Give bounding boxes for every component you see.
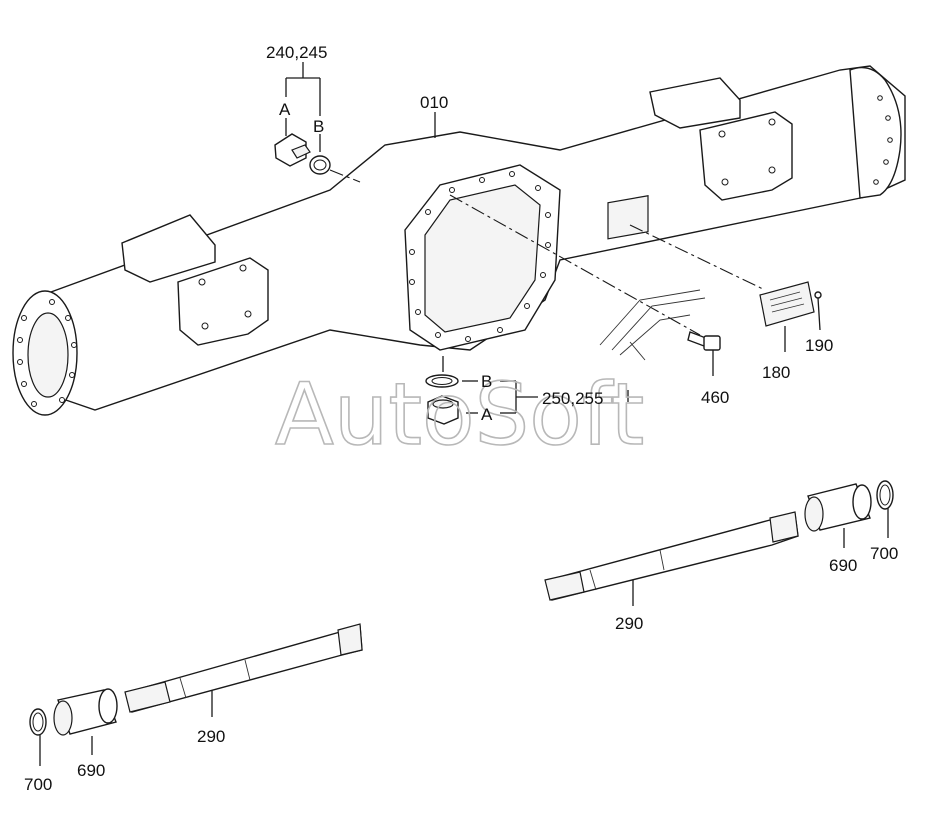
right-flange-bolt-holes xyxy=(873,95,893,185)
left-flange-bolt-holes xyxy=(17,299,77,407)
label-180: 180 xyxy=(762,363,790,382)
label-255-b: B xyxy=(481,372,492,391)
label-690-left: 690 xyxy=(77,761,105,780)
label-460: 460 xyxy=(701,388,729,407)
bearing-left[interactable] xyxy=(53,688,118,736)
drain-plug-bottom[interactable] xyxy=(427,395,459,425)
rivet[interactable] xyxy=(814,291,822,299)
axle-shaft-right[interactable] xyxy=(544,511,799,601)
label-250-a: A xyxy=(481,405,493,424)
axle-shaft-left[interactable] xyxy=(124,623,363,713)
label-700-left: 700 xyxy=(24,775,52,794)
part-labels: 010 240,245 A B 250,255 B A 460 180 190 … xyxy=(24,43,898,794)
label-290-left: 290 xyxy=(197,727,225,746)
watermark: AutoSoft xyxy=(275,365,644,465)
label-700-right: 700 xyxy=(870,544,898,563)
o-ring-bottom[interactable] xyxy=(425,374,459,388)
label-245-b: B xyxy=(313,117,324,136)
snap-ring-left[interactable] xyxy=(29,708,47,736)
center-flange-bolt-holes xyxy=(409,171,551,342)
label-690-right: 690 xyxy=(829,556,857,575)
vehicle-frame-sketch xyxy=(599,289,706,361)
label-250-255: 250,255 xyxy=(542,389,603,408)
bearing-right[interactable] xyxy=(804,483,872,532)
label-290-right: 290 xyxy=(615,614,643,633)
name-plate[interactable] xyxy=(759,281,815,327)
label-240-245: 240,245 xyxy=(266,43,327,62)
bolt-460[interactable] xyxy=(687,331,721,351)
label-190: 190 xyxy=(805,336,833,355)
axle-housing[interactable] xyxy=(12,65,906,416)
drain-plug-top[interactable] xyxy=(274,133,311,167)
label-010: 010 xyxy=(420,93,448,112)
snap-ring-right[interactable] xyxy=(876,480,894,510)
o-ring-top[interactable] xyxy=(309,155,331,175)
leader-lines xyxy=(39,62,889,766)
label-240-a: A xyxy=(279,100,291,119)
